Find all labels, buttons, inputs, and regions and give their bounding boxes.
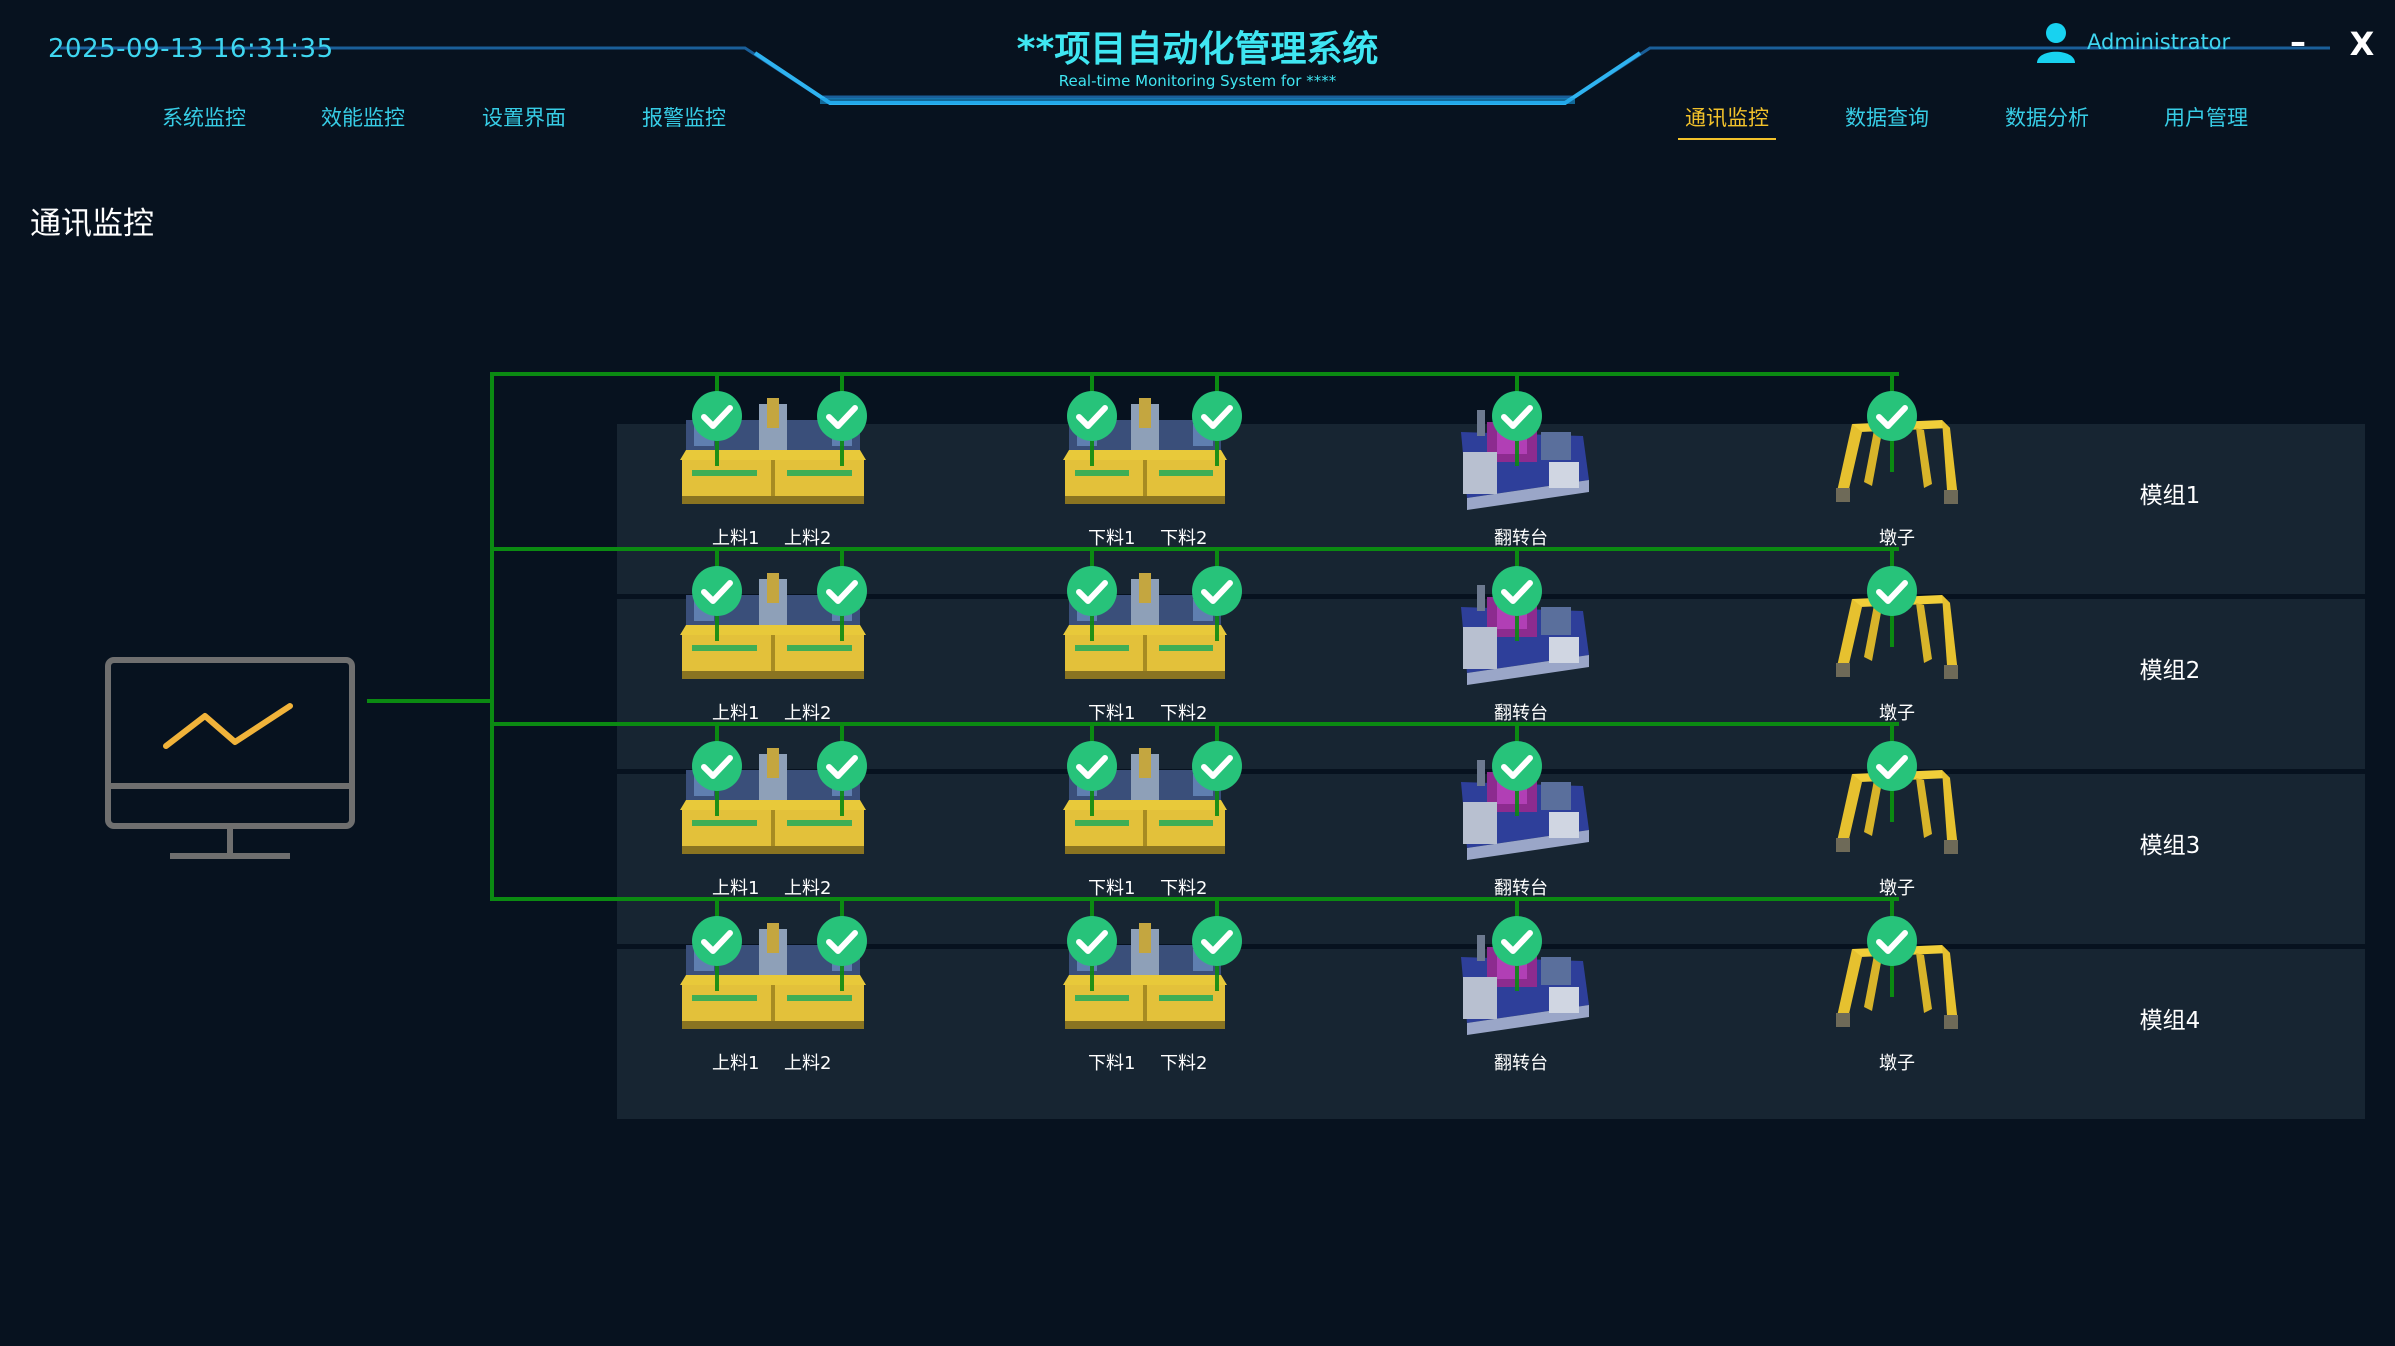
nav-alarm-monitor[interactable]: 报警监控	[619, 102, 749, 132]
device-label: 墩子	[1879, 878, 1915, 899]
device-label: 下料1	[1088, 528, 1136, 549]
device-label: 上料1	[712, 528, 760, 549]
device-label: 下料2	[1160, 703, 1208, 724]
app-subtitle: Real-time Monitoring System for ****	[1058, 72, 1337, 90]
device-label: 下料2	[1160, 1053, 1208, 1074]
module-name: 模组4	[2139, 1008, 2201, 1034]
check-circle-icon	[1192, 391, 1242, 441]
host-link-line	[367, 699, 494, 703]
device-label: 下料1	[1088, 703, 1136, 724]
module-name: 模组3	[2139, 833, 2201, 859]
nav-label: 系统监控	[162, 106, 246, 130]
check-circle-icon	[1067, 916, 1117, 966]
nav-data-query[interactable]: 数据查询	[1822, 102, 1952, 132]
device-label: 上料2	[784, 878, 832, 899]
device-label: 下料1	[1088, 878, 1136, 899]
device-label: 墩子	[1879, 1053, 1915, 1074]
check-circle-icon	[692, 391, 742, 441]
check-circle-icon	[817, 916, 867, 966]
device-label: 上料1	[712, 878, 760, 899]
loader-machine-icon	[680, 398, 866, 504]
check-circle-icon	[1067, 741, 1117, 791]
check-circle-icon	[1067, 566, 1117, 616]
active-underline	[1678, 138, 1776, 140]
datetime: 2025-09-13 16:31:35	[48, 34, 334, 64]
device-label: 上料1	[712, 1053, 760, 1074]
page-title: 通讯监控	[30, 206, 154, 242]
check-circle-icon	[1192, 566, 1242, 616]
check-circle-icon	[817, 741, 867, 791]
close-button[interactable]: X	[2349, 25, 2375, 63]
nav-label: 效能监控	[321, 106, 405, 130]
device-label: 翻转台	[1494, 703, 1548, 724]
device-label: 翻转台	[1494, 528, 1548, 549]
nav-data-analysis[interactable]: 数据分析	[1982, 102, 2112, 132]
device-label: 翻转台	[1494, 1053, 1548, 1074]
nav-label: 报警监控	[642, 106, 726, 130]
check-circle-icon	[817, 391, 867, 441]
check-circle-icon	[1867, 391, 1917, 441]
check-circle-icon	[692, 916, 742, 966]
check-circle-icon	[692, 741, 742, 791]
check-circle-icon	[1867, 741, 1917, 791]
flipper-machine-icon	[1461, 585, 1589, 685]
flipper-machine-icon	[1461, 760, 1589, 860]
module-name: 模组2	[2139, 658, 2201, 684]
device-label: 下料2	[1160, 878, 1208, 899]
device-label: 下料1	[1088, 1053, 1136, 1074]
app-title: **项目自动化管理系统	[1016, 29, 1379, 70]
bus-line	[490, 372, 1899, 376]
device-label: 墩子	[1879, 703, 1915, 724]
device-label: 翻转台	[1494, 878, 1548, 899]
trunk-line	[490, 372, 494, 901]
nav-label: 数据查询	[1845, 106, 1929, 130]
nav-settings[interactable]: 设置界面	[459, 102, 589, 132]
bus-line	[490, 897, 1899, 901]
nav-label: 数据分析	[2005, 106, 2089, 130]
device-label: 上料1	[712, 703, 760, 724]
check-circle-icon	[1492, 566, 1542, 616]
nav-system-monitor[interactable]: 系统监控	[139, 102, 269, 132]
check-circle-icon	[817, 566, 867, 616]
device-label: 上料2	[784, 1053, 832, 1074]
nav-communication-monitor[interactable]: 通讯监控	[1662, 102, 1792, 140]
check-circle-icon	[1492, 916, 1542, 966]
check-circle-icon	[1867, 916, 1917, 966]
module-name: 模组1	[2139, 483, 2201, 509]
bus-line	[490, 722, 1899, 726]
check-circle-icon	[1192, 741, 1242, 791]
check-circle-icon	[1067, 391, 1117, 441]
user-icon[interactable]	[2034, 20, 2078, 64]
check-circle-icon	[1867, 566, 1917, 616]
header-frame	[60, 46, 2330, 105]
nav-efficiency-monitor[interactable]: 效能监控	[298, 102, 428, 132]
check-circle-icon	[1492, 741, 1542, 791]
minimize-button[interactable]: –	[2290, 23, 2306, 61]
monitor-icon	[105, 657, 355, 859]
check-circle-icon	[1492, 391, 1542, 441]
user-name[interactable]: Administrator	[2087, 30, 2231, 54]
nav-label: 设置界面	[482, 106, 566, 130]
check-circle-icon	[692, 566, 742, 616]
device-label: 下料2	[1160, 528, 1208, 549]
nav-label: 用户管理	[2164, 106, 2248, 130]
device-label: 上料2	[784, 528, 832, 549]
flipper-machine-icon	[1461, 410, 1589, 510]
device-label: 墩子	[1879, 528, 1915, 549]
check-circle-icon	[1192, 916, 1242, 966]
flipper-machine-icon	[1461, 935, 1589, 1035]
nav-user-management[interactable]: 用户管理	[2141, 102, 2271, 132]
bus-line	[490, 547, 1899, 551]
device-label: 上料2	[784, 703, 832, 724]
nav-label: 通讯监控	[1685, 106, 1769, 130]
